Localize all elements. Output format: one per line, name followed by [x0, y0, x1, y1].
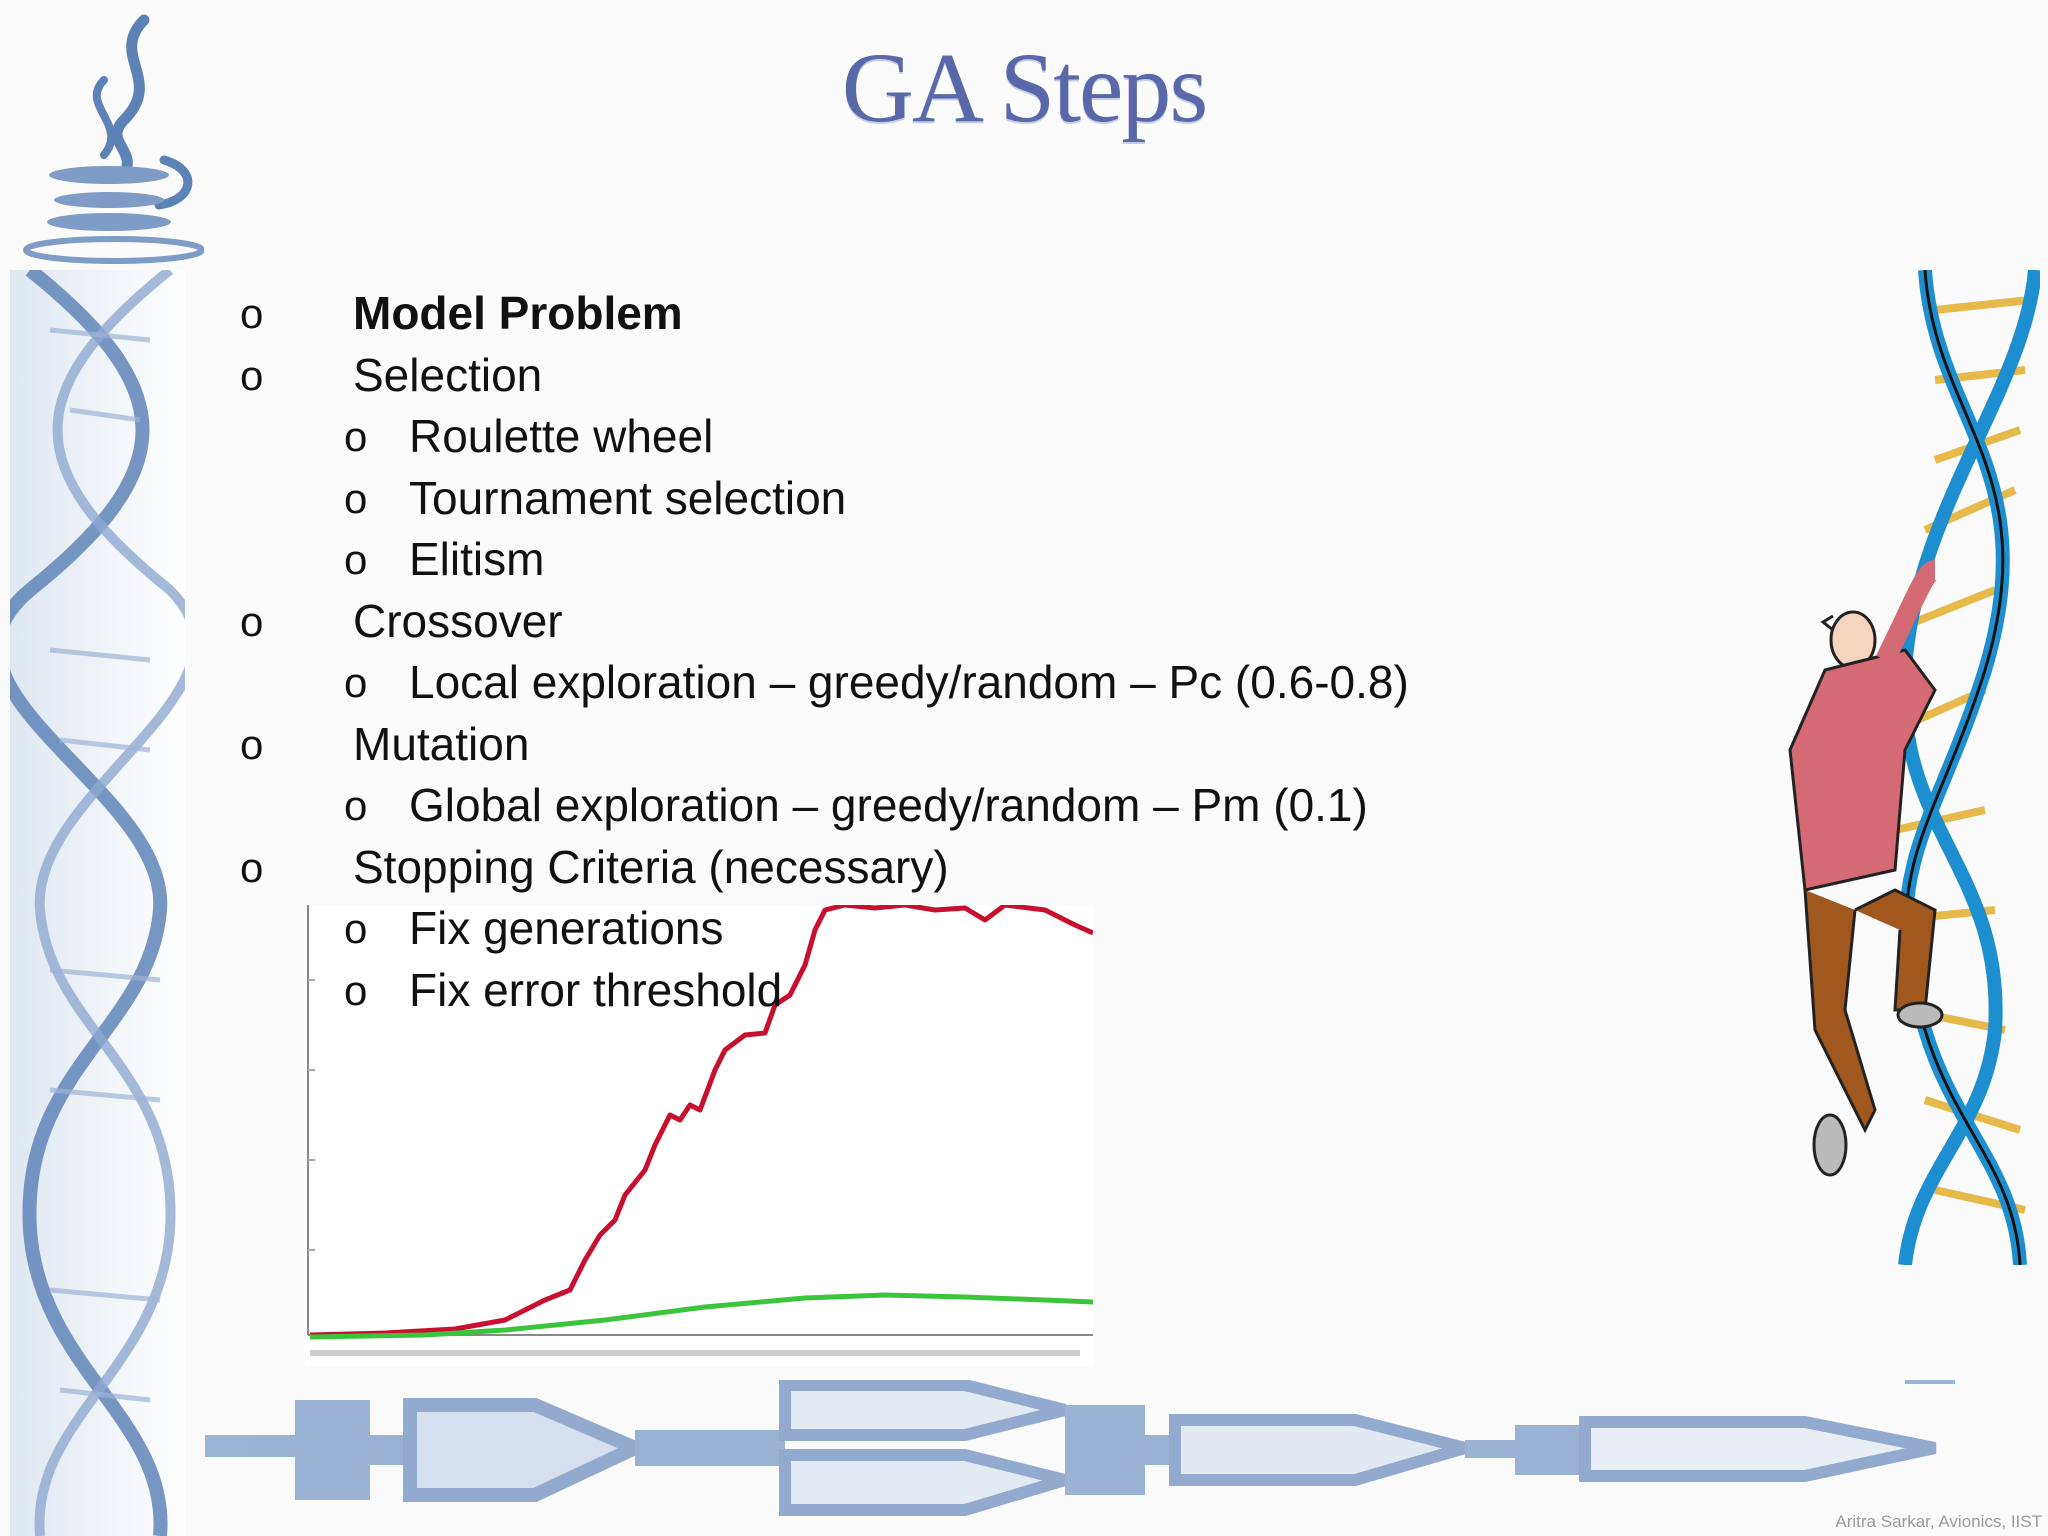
bullet-text: Selection: [353, 348, 543, 401]
bullet-text: Stopping Criteria (necessary): [353, 840, 949, 893]
bullet-text: Crossover: [353, 594, 563, 647]
bullet-marker: o: [344, 966, 368, 1014]
bullet-marker: o: [344, 905, 368, 952]
bullet-text: Tournament selection: [409, 471, 847, 524]
bullet-text: Model Problem: [353, 287, 683, 339]
pipeline-diagram-image: [205, 1380, 1955, 1516]
bullet-text: Roulette wheel: [409, 410, 714, 462]
java-cup-logo-icon: [23, 14, 204, 264]
bullet-marker: o: [240, 290, 264, 337]
bullet-text: Elitism: [409, 533, 545, 585]
footer-credit: Aritra Sarkar, Avionics, IIST: [1835, 1512, 2042, 1531]
bullet-marker: o: [240, 720, 264, 768]
dna-helix-left-image: [10, 270, 185, 1536]
fitness-plot-image: [305, 905, 1093, 1367]
bullet-text: Mutation: [353, 717, 530, 770]
bullet-marker: o: [344, 474, 368, 522]
bullet-marker: o: [344, 536, 368, 583]
bullet-marker: o: [240, 843, 264, 891]
bullet-marker: o: [344, 782, 368, 829]
bullet-text: Fix generations: [409, 902, 724, 954]
man-climbing-dna-image: [1788, 270, 2040, 1265]
bullet-marker: o: [240, 351, 264, 399]
slide-title: GA Steps: [841, 32, 1209, 143]
bullet-marker: o: [344, 659, 368, 706]
bullet-text: Local exploration – greedy/random – Pc (…: [409, 656, 1409, 708]
bullet-marker: o: [240, 597, 264, 645]
bullet-marker: o: [344, 413, 368, 460]
bullet-text: Global exploration – greedy/random – Pm …: [409, 779, 1368, 831]
bullet-text: Fix error threshold: [409, 963, 783, 1016]
